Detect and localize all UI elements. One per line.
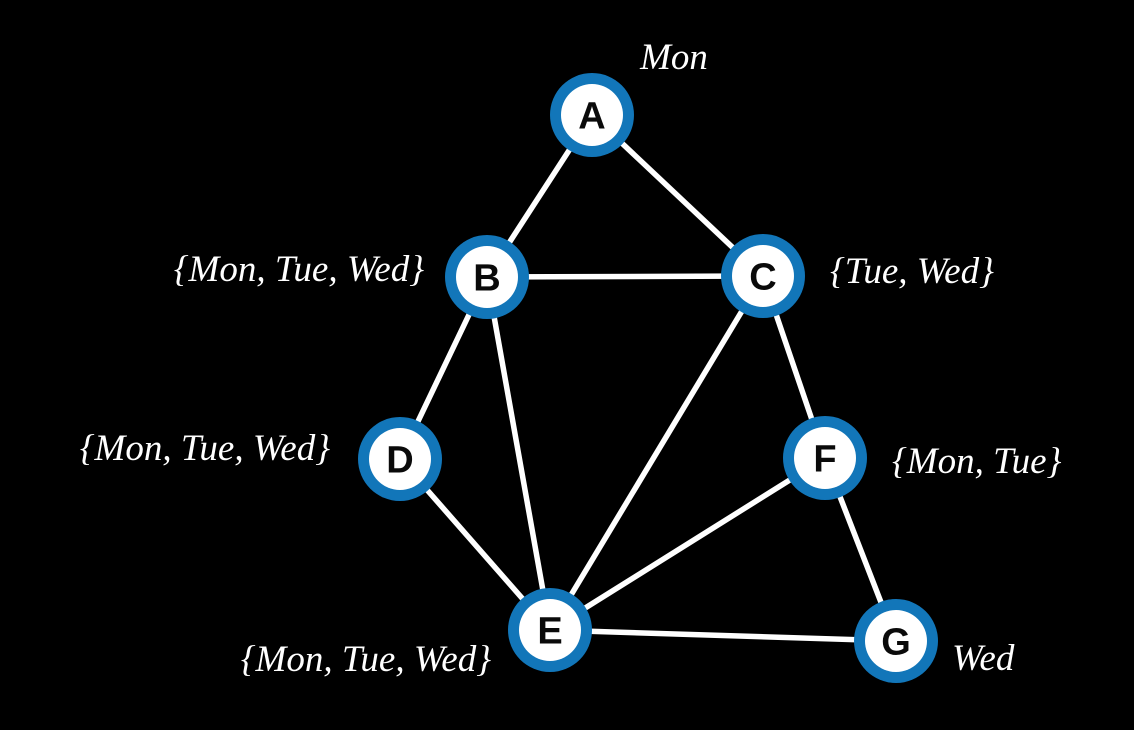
node-G-domain-label: Wed xyxy=(952,638,1015,679)
node-B-letter: B xyxy=(473,258,500,300)
node-B-domain-label: {Mon, Tue, Wed} xyxy=(174,249,424,290)
node-F-letter: F xyxy=(813,439,836,481)
node-G-letter: G xyxy=(881,622,911,664)
node-C-letter: C xyxy=(749,257,776,299)
node-B: B xyxy=(445,235,529,319)
node-A-letter: A xyxy=(578,96,605,138)
nodes-layer: A B C D E F G xyxy=(358,73,938,683)
node-E-domain-label: {Mon, Tue, Wed} xyxy=(241,639,491,680)
node-E-body xyxy=(519,599,581,661)
node-D-body xyxy=(369,428,431,490)
edge-B-E xyxy=(484,274,553,633)
node-F-domain-label: {Mon, Tue} xyxy=(892,441,1062,482)
node-A: A xyxy=(550,73,634,157)
labels-layer: Mon {Mon, Tue, Wed} {Tue, Wed} {Mon, Tue, W… xyxy=(80,37,1062,680)
node-E-letter: E xyxy=(537,611,562,653)
node-G: G xyxy=(854,599,938,683)
edge-E-F xyxy=(547,455,828,633)
edge-E-G xyxy=(547,627,899,644)
node-G-body xyxy=(865,610,927,672)
node-D-domain-label: {Mon, Tue, Wed} xyxy=(80,428,330,469)
node-A-domain-label: Mon xyxy=(639,37,708,78)
node-D: D xyxy=(358,417,442,501)
node-D-letter: D xyxy=(386,440,413,482)
node-E: E xyxy=(508,588,592,672)
edge-C-E xyxy=(547,273,766,633)
node-C-body xyxy=(732,245,794,307)
edge-B-C xyxy=(484,273,766,280)
node-C: C xyxy=(721,234,805,318)
node-A-body xyxy=(561,84,623,146)
node-B-body xyxy=(456,246,518,308)
node-F-body xyxy=(794,427,856,489)
node-C-domain-label: {Tue, Wed} xyxy=(830,251,994,292)
edges-layer xyxy=(397,112,899,644)
node-F: F xyxy=(783,416,867,500)
